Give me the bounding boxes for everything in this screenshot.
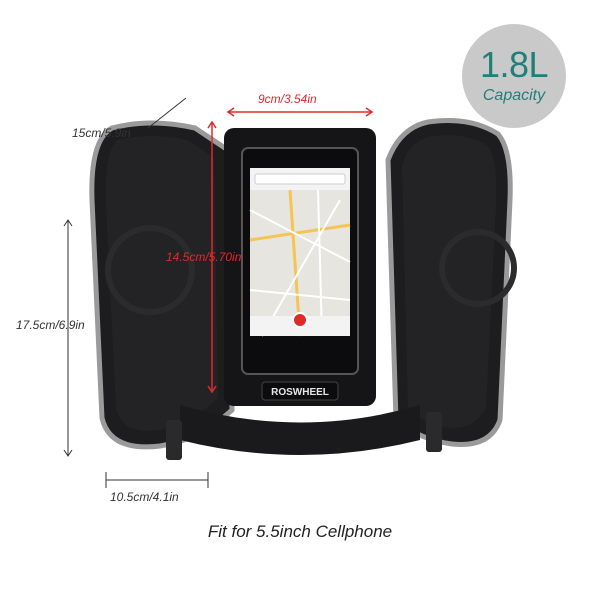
base-width-label: 10.5cm/4.1in (110, 490, 179, 504)
phone-pouch: ROSWHEEL (224, 128, 376, 406)
left-zipper-pull (166, 420, 182, 460)
side-length-label: 15cm/5.9in (72, 126, 131, 140)
capacity-badge: 1.8L Capacity (462, 24, 566, 128)
window-height-label: 14.5cm/5.70in (166, 250, 242, 264)
right-logo-emboss (439, 229, 517, 307)
caption: Fit for 5.5inch Cellphone (207, 522, 393, 541)
left-logo-emboss (105, 225, 195, 315)
window-width-label: 9cm/3.54in (258, 92, 317, 106)
height-label: 17.5cm/6.9in (16, 318, 85, 332)
map-pin-icon (292, 312, 308, 328)
brand-tag (261, 381, 339, 401)
right-pouch (385, 118, 517, 447)
capacity-label: Capacity (482, 87, 546, 104)
capacity-volume: 1.8L (479, 44, 549, 85)
dimension-lines (63, 97, 374, 488)
right-zipper-pull (426, 412, 442, 452)
left-pouch (89, 120, 235, 450)
brand-label: ROSWHEEL (271, 387, 329, 398)
phone-screen (250, 168, 350, 336)
base-strap (180, 405, 420, 455)
